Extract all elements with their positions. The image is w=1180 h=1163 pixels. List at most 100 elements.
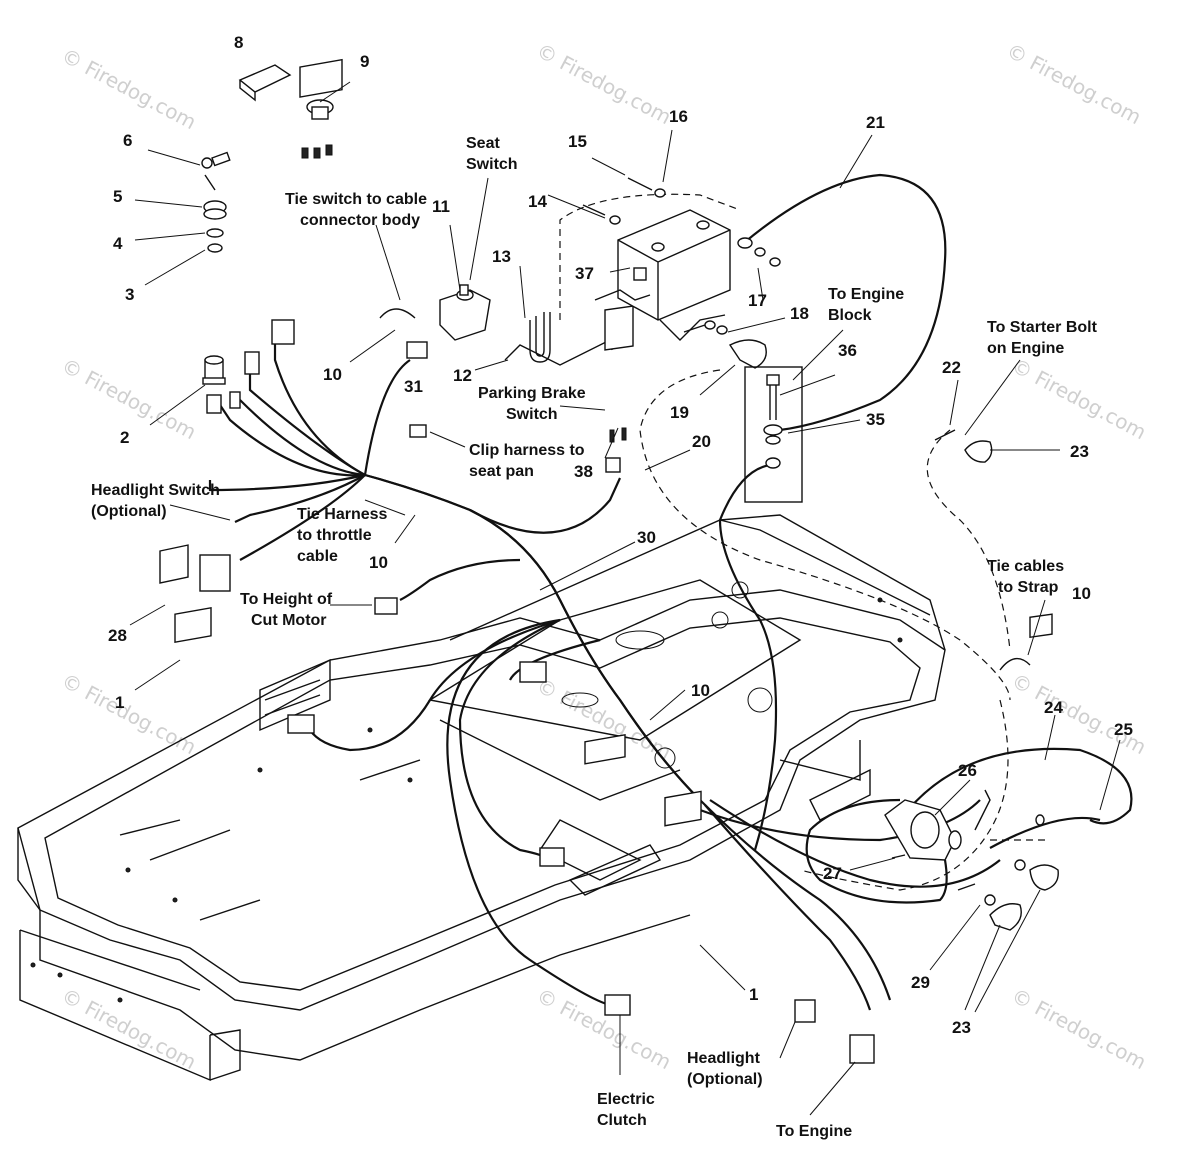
- electric-clutch-connector: [604, 994, 631, 1016]
- label-headlight-switch-line2: (Optional): [91, 503, 167, 520]
- label-tie-harness-line2: to throttle: [297, 527, 372, 544]
- part-8-cover: [238, 64, 292, 102]
- label-tie-cables-line2: to Strap: [998, 579, 1059, 596]
- callout-26: 26: [958, 761, 977, 780]
- harness-connector: [206, 394, 222, 414]
- harness-connector: [244, 351, 260, 375]
- label-seat-switch-line1: Seat: [466, 135, 500, 152]
- part-37-battery: [594, 209, 731, 341]
- label-headlight-line1: Headlight: [687, 1050, 761, 1067]
- label-clip-harness-line2: seat pan: [469, 463, 534, 480]
- callout-10: 10: [1072, 584, 1091, 603]
- label-tie-switch-line1: Tie switch to cable: [285, 191, 427, 208]
- watermark: © Firedog.com: [1008, 668, 1151, 759]
- callout-3: 3: [125, 285, 134, 304]
- harness-connector: [271, 319, 295, 345]
- engine-block-detail: [744, 366, 803, 503]
- callout-19: 19: [670, 403, 689, 422]
- watermark: © Firedog.com: [1008, 983, 1151, 1074]
- part-24-relay: [1029, 613, 1053, 639]
- callout-8: 8: [234, 33, 243, 52]
- part-1-interlock-switch: [664, 790, 702, 827]
- callout-15: 15: [568, 132, 587, 151]
- text-labels: Seat Switch Tie switch to cable connecto…: [91, 135, 1098, 1140]
- callout-numbers: 8 9 6 5 4 3 11 13 10 12 31 15 16 14 21 3…: [108, 33, 1133, 1037]
- callout-23: 23: [952, 1018, 971, 1037]
- part-4-washer: [206, 228, 224, 238]
- callout-23: 23: [1070, 442, 1089, 461]
- callout-1: 1: [749, 985, 758, 1004]
- callout-17: 17: [748, 291, 767, 310]
- part-27-screw: [891, 854, 906, 859]
- watermark: © Firedog.com: [58, 983, 201, 1074]
- watermark: © Firedog.com: [58, 43, 201, 134]
- callout-20: 20: [692, 432, 711, 451]
- callout-35: 35: [866, 410, 885, 429]
- label-engine-block-line1: To Engine: [828, 286, 904, 303]
- part-3-nut: [207, 243, 223, 253]
- label-tie-harness-line1: Tie Harness: [297, 506, 388, 523]
- part-13-brake-rod: [504, 312, 613, 366]
- label-tie-cables-line1: Tie cables: [987, 558, 1064, 575]
- headlight-switch-connector: [199, 554, 231, 592]
- label-to-engine: To Engine: [776, 1123, 852, 1140]
- watermark: © Firedog.com: [58, 668, 201, 759]
- callout-22: 22: [942, 358, 961, 377]
- part-1-interlock-switch: [174, 606, 212, 643]
- part-29-terminal: [957, 883, 976, 891]
- callout-10: 10: [323, 365, 342, 384]
- part-28-headlight-switch: [159, 544, 189, 584]
- callout-10: 10: [691, 681, 710, 700]
- callout-38: 38: [574, 462, 593, 481]
- headlight-connector: [794, 999, 816, 1023]
- label-parking-brake-line2: Switch: [506, 406, 558, 423]
- part-nut: [1014, 859, 1026, 871]
- part-11-seat-switch: [439, 284, 491, 341]
- watermark: © Firedog.com: [533, 983, 676, 1074]
- callout-12: 12: [453, 366, 472, 385]
- callout-1: 1: [115, 693, 124, 712]
- part-6-key: [201, 151, 231, 191]
- label-tie-harness-line3: cable: [297, 548, 338, 565]
- callout-27: 27: [823, 864, 842, 883]
- label-starter-bolt-line1: To Starter Bolt: [987, 319, 1098, 336]
- part-10-cable-tie: [379, 308, 416, 319]
- leader-lines: [129, 81, 1121, 1116]
- part-2-ignition-switch: [202, 355, 226, 385]
- callout-11: 11: [432, 197, 450, 216]
- seat-switch-connector: [406, 341, 428, 359]
- callout-36: 36: [838, 341, 857, 360]
- label-electric-clutch-line2: Clutch: [597, 1112, 647, 1129]
- callout-13: 13: [492, 247, 511, 266]
- label-headlight-switch-line1: Headlight Switch: [91, 482, 220, 499]
- part-10-strap: [999, 657, 1031, 671]
- chassis-frame: [17, 514, 946, 1082]
- watermark: © Firedog.com: [1003, 38, 1146, 129]
- part-5-nut-side: [203, 208, 227, 220]
- label-headlight-line2: (Optional): [687, 1071, 763, 1088]
- height-of-cut-connector: [374, 597, 398, 615]
- callout-29: 29: [911, 973, 930, 992]
- callout-31: 31: [404, 377, 423, 396]
- label-electric-clutch-line1: Electric: [597, 1091, 655, 1108]
- harness-connector: [229, 391, 241, 409]
- part-23-boot: [1029, 864, 1059, 891]
- label-parking-brake-line1: Parking Brake: [478, 385, 586, 402]
- callout-28: 28: [108, 626, 127, 645]
- callout-18: 18: [790, 304, 809, 323]
- label-engine-block-line2: Block: [828, 307, 872, 324]
- label-tie-switch-line2: connector body: [300, 212, 420, 229]
- part-22-bolt: [934, 429, 956, 441]
- label-height-of-cut-line2: Cut Motor: [251, 612, 327, 629]
- watermark: © Firedog.com: [533, 38, 676, 129]
- callout-37: 37: [575, 264, 594, 283]
- callout-5: 5: [113, 187, 122, 206]
- battery-hardware: [582, 177, 781, 335]
- callout-9: 9: [360, 52, 369, 71]
- label-seat-switch-line2: Switch: [466, 156, 518, 173]
- part-9-pto-switch: [299, 58, 343, 159]
- main-harness: [208, 173, 1133, 1011]
- part-19-terminal-boot: [728, 339, 767, 369]
- callout-2: 2: [120, 428, 129, 447]
